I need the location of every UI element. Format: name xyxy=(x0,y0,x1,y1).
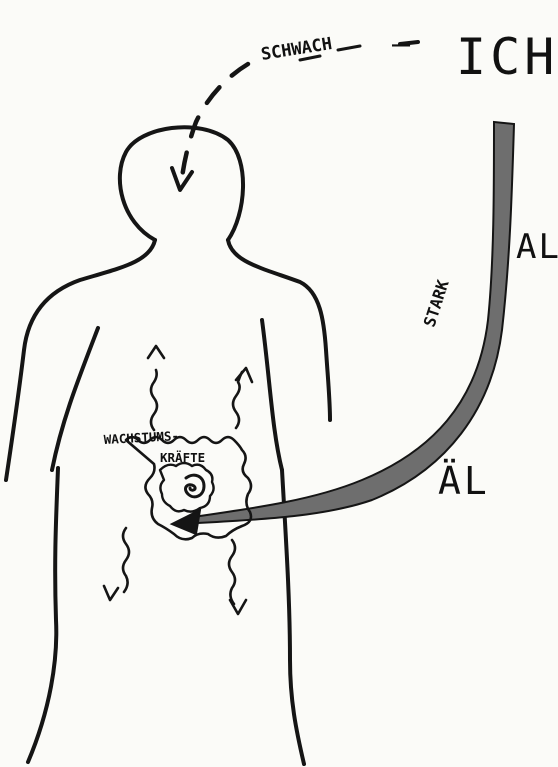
label-ael: ÄL xyxy=(438,459,490,503)
figure-head xyxy=(120,127,243,240)
label-stark: STARK xyxy=(420,277,453,329)
figure-left-side xyxy=(28,468,58,762)
label-ich: ICH xyxy=(456,28,558,86)
swirl-inner xyxy=(186,475,204,497)
figure-right-shoulder xyxy=(228,240,330,420)
arrow-up-left-icon xyxy=(148,346,164,358)
label-kraefte: KRÄFTE xyxy=(160,450,205,465)
weak-link xyxy=(172,42,418,190)
label-schwach: SCHWACH xyxy=(260,34,334,65)
arrow-down-right-icon xyxy=(230,600,246,614)
label-dash: – xyxy=(392,27,411,62)
human-figure xyxy=(6,127,330,764)
strong-arrow-head-left-icon xyxy=(172,510,200,534)
squiggle-up-left xyxy=(151,370,157,430)
squiggle-up-right xyxy=(233,372,242,428)
arrow-down-left-icon xyxy=(104,586,118,600)
squiggle-down-left xyxy=(123,528,129,592)
label-al: AL xyxy=(516,227,558,267)
underline-schwach xyxy=(338,46,360,50)
figure-left-arm-line xyxy=(52,328,98,470)
squiggle-down-right xyxy=(229,540,235,604)
figure-right-arm-line xyxy=(262,320,282,470)
growth-forces xyxy=(104,346,252,614)
